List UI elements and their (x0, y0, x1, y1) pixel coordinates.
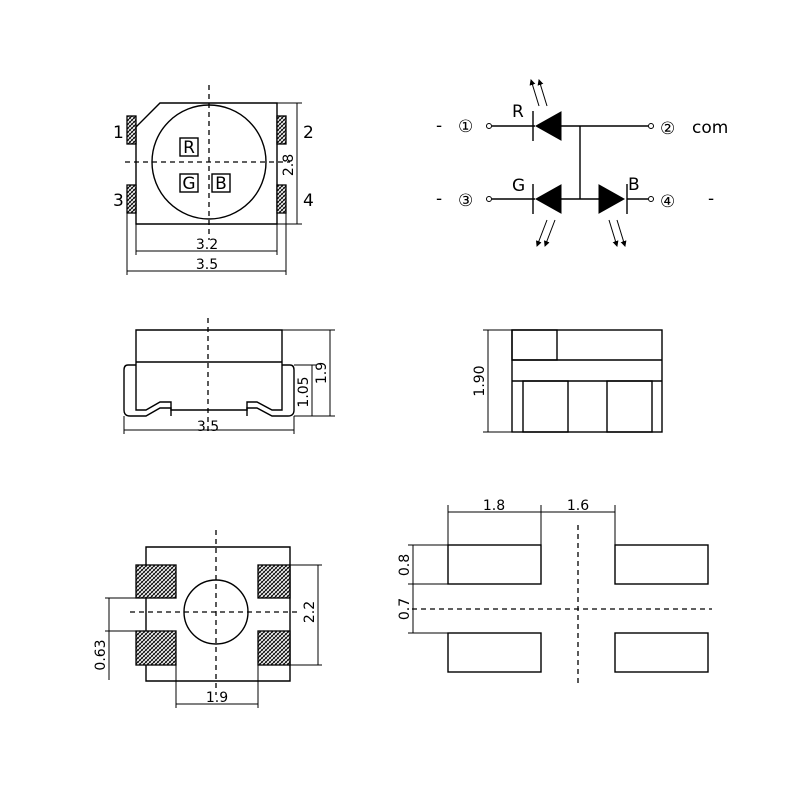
pin4-dash: - (708, 189, 714, 209)
side-lead-right (246, 364, 295, 417)
bottom-pad-height-dim: 0.63 (93, 639, 109, 670)
chip-b-label: B (215, 174, 227, 194)
red-diode (534, 111, 562, 141)
blue-label: B (628, 175, 640, 195)
pin3-dash: - (436, 189, 442, 209)
pin1-dash: - (436, 116, 442, 136)
top-outer-width-dim: 3.5 (196, 257, 218, 273)
chip-b-box (211, 173, 231, 193)
top-height-dim: 2.8 (281, 154, 297, 176)
chip-g-label: G (182, 174, 195, 194)
pin3-label: ③ (458, 191, 473, 211)
top-view: R G B 1 2 3 4 2.8 3.2 3.5 (113, 85, 314, 275)
footprint: 1.8 1.6 0.8 0.7 (397, 498, 712, 685)
side-view: 3.5 1.05 1.9 (123, 318, 335, 435)
com-label: com (692, 118, 728, 138)
pin1-label: ① (458, 117, 473, 137)
side-lead-left (123, 364, 172, 417)
end-height-dim: 1.90 (472, 365, 488, 396)
pin-label-3: 3 (113, 191, 124, 211)
pad-4 (276, 184, 287, 214)
chip-r-box (179, 137, 199, 157)
schematic: - ① R ② com - ③ G B ④ - (436, 79, 728, 247)
bottom-pad-4 (257, 630, 291, 666)
pin2-label: ② (660, 119, 675, 139)
bottom-pad-2 (257, 564, 291, 599)
end-lead-right (606, 380, 653, 433)
side-total-height-dim: 1.9 (314, 362, 330, 384)
bottom-pad-1 (135, 564, 177, 599)
pad-1 (126, 115, 137, 145)
footprint-pad-1 (447, 544, 542, 585)
footprint-pad-4 (614, 632, 709, 673)
footprint-pad-width-dim: 1.8 (483, 498, 505, 514)
red-label: R (512, 102, 524, 122)
blue-diode (598, 184, 626, 214)
pad-3 (126, 184, 137, 214)
side-body-height-dim: 1.05 (296, 376, 312, 407)
bottom-pad-width-dim: 1.9 (206, 690, 228, 706)
pin-label-2: 2 (303, 123, 314, 143)
end-view: 1.90 (472, 329, 663, 433)
pin4-label: ④ (660, 192, 675, 212)
bottom-spacing-dim: 2.2 (302, 601, 318, 623)
side-width-dim: 3.5 (197, 419, 219, 435)
pad-2 (276, 115, 287, 145)
top-inner-width-dim: 3.2 (196, 237, 218, 253)
bottom-view: 2.2 0.63 1.9 (93, 530, 322, 708)
green-label: G (512, 176, 525, 196)
footprint-pad-2 (614, 544, 709, 585)
end-lead-left (522, 380, 569, 433)
green-diode (534, 184, 562, 214)
bottom-pad-3 (135, 630, 177, 666)
side-body (135, 329, 283, 411)
footprint-pad-height-dim: 0.8 (397, 554, 413, 576)
footprint-gap-dim: 1.6 (567, 498, 589, 514)
chip-g-box (179, 173, 199, 193)
top-view-body (135, 102, 278, 225)
footprint-pad-3 (447, 632, 542, 673)
footprint-spacing-dim: 0.7 (397, 598, 413, 620)
pin-label-1: 1 (113, 123, 124, 143)
pin-label-4: 4 (303, 191, 314, 211)
chip-r-label: R (183, 138, 195, 158)
